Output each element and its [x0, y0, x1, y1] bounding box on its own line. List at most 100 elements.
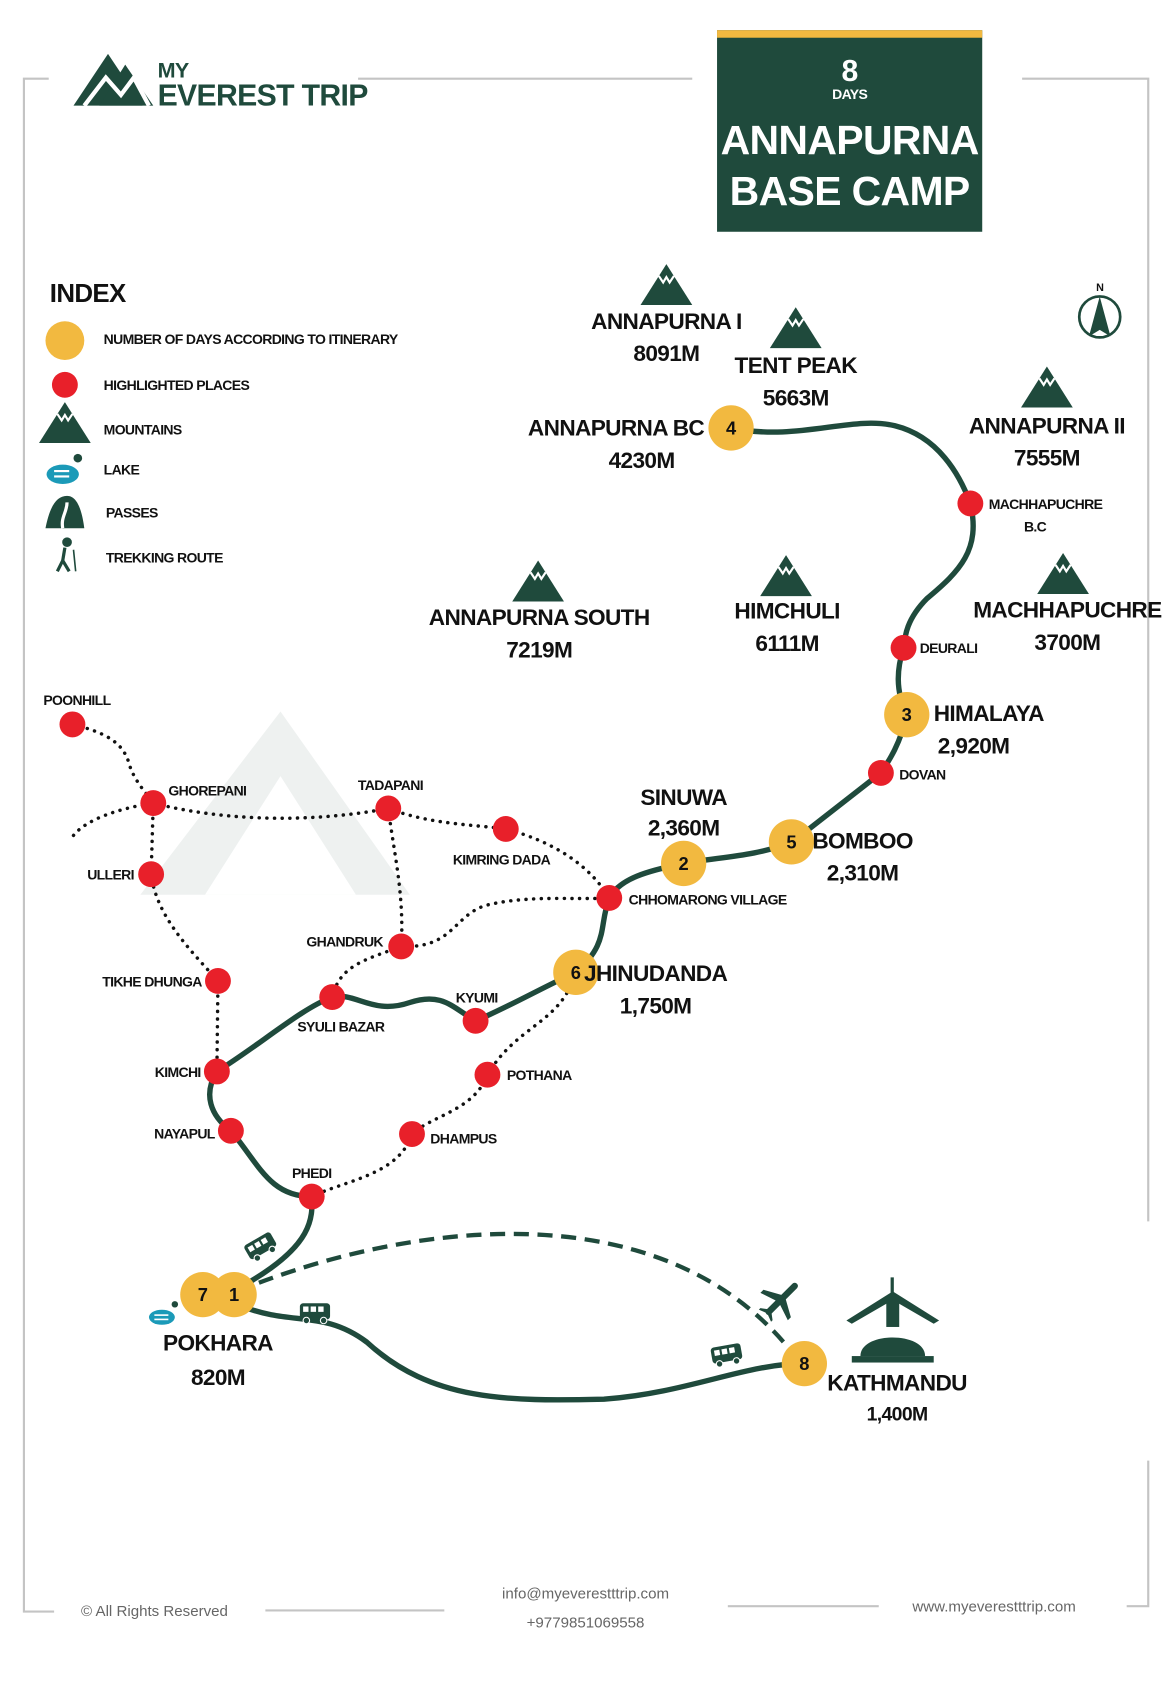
- label: CHHOMARONG VILLAGE: [629, 891, 787, 907]
- mountain-elevation: 7555M: [1014, 446, 1080, 471]
- place-poonhill[interactable]: POONHILL: [43, 692, 112, 738]
- lake-icon: [148, 1301, 179, 1325]
- email-link[interactable]: info@myeverestttrip.com: [502, 1586, 669, 1603]
- mountain-icon: [759, 554, 813, 598]
- title-box: 8 DAYS ANNAPURNA BASE CAMP: [717, 30, 983, 232]
- yellow-circle-icon: [45, 321, 85, 361]
- mountain-machhapuchre: MACHHAPUCHRE 3700M: [973, 551, 1163, 655]
- place-deurali[interactable]: DEURALI: [890, 634, 978, 661]
- copyright-text: © All Rights Reserved: [81, 1603, 228, 1620]
- label: 2,310M: [827, 861, 899, 886]
- legend: INDEX NUMBER OF DAYS ACCORDING TO ITINER…: [37, 280, 400, 573]
- label: DHAMPUS: [430, 1131, 497, 1147]
- place-dhampus[interactable]: DHAMPUS: [399, 1121, 498, 1147]
- day-2-sinuwa[interactable]: 2 SINUWA 2,360M: [640, 785, 728, 887]
- frame-border: [22, 77, 1150, 1613]
- place-ghandruk[interactable]: GHANDRUK: [306, 933, 415, 960]
- place-ulleri[interactable]: ULLERI: [87, 861, 165, 888]
- mountain-elevation: 6111M: [755, 631, 818, 656]
- label: SYULI BAZAR: [297, 1019, 385, 1035]
- label: GHANDRUK: [306, 933, 383, 949]
- mountain-icon: [1036, 551, 1091, 596]
- days-number: 8: [842, 55, 858, 88]
- mountain-name: ANNAPURNA I: [591, 309, 741, 334]
- label: POONHILL: [43, 692, 111, 708]
- place-pothana[interactable]: POTHANA: [474, 1061, 573, 1088]
- mountain-name: ANNAPURNA SOUTH: [429, 605, 650, 630]
- days-label: DAYS: [832, 86, 867, 102]
- label: PHEDI: [292, 1165, 332, 1181]
- hiker-icon: [55, 537, 77, 573]
- mountain-icon: [511, 559, 566, 603]
- label: JHINUDANDA: [584, 961, 727, 986]
- mountain-name: TENT PEAK: [735, 353, 859, 378]
- footer: © All Rights Reserved info@myeverestttri…: [81, 1586, 1076, 1632]
- label: 1: [229, 1284, 239, 1305]
- phone-number[interactable]: +9779851069558: [527, 1615, 645, 1632]
- label: GHOREPANI: [168, 783, 246, 799]
- label: 2: [679, 853, 689, 874]
- place-tadapani[interactable]: TADAPANI: [358, 777, 424, 822]
- mountain-icon: [37, 400, 92, 445]
- place-tikhe-dhunga[interactable]: TIKHE DHUNGA: [102, 968, 231, 994]
- day-7-1-pokhara[interactable]: 7 1 POKHARA 820M: [148, 1271, 274, 1390]
- mountain-icon: [1019, 365, 1074, 409]
- mountain-name: ANNAPURNA II: [969, 413, 1125, 438]
- mountain-elevation: 8091M: [633, 341, 699, 366]
- place-syuli-bazar[interactable]: SYULI BAZAR: [297, 984, 386, 1035]
- place-chhomarong-village[interactable]: CHHOMARONG VILLAGE: [596, 885, 788, 911]
- mountain-tent-peak: TENT PEAK 5663M: [735, 306, 859, 410]
- label: SINUWA: [640, 785, 727, 810]
- label: 8: [799, 1353, 809, 1374]
- brand-logo: MY EVEREST TRIP: [73, 53, 369, 113]
- label: DOVAN: [899, 766, 946, 782]
- mountain-elevation: 5663M: [763, 385, 829, 410]
- place-phedi[interactable]: PHEDI: [292, 1165, 332, 1210]
- place-kyumi[interactable]: KYUMI: [456, 989, 498, 1034]
- stupa-icon: [846, 1277, 940, 1363]
- label: 4230M: [609, 448, 675, 473]
- place-nayapul[interactable]: NAYAPUL: [154, 1117, 244, 1144]
- label: 2,360M: [648, 815, 720, 840]
- label: KIMCHI: [155, 1064, 201, 1080]
- mountain-annapurna-south: ANNAPURNA SOUTH 7219M: [429, 559, 650, 663]
- label: TADAPANI: [358, 777, 423, 793]
- mountain-name: HIMCHULI: [734, 599, 839, 624]
- label: 3: [902, 704, 912, 725]
- place-dovan[interactable]: DOVAN: [867, 759, 947, 786]
- mountain-himchuli: HIMCHULI 6111M: [734, 554, 840, 656]
- mountain-elevation: 3700M: [1034, 630, 1100, 655]
- label: POKHARA: [163, 1331, 273, 1356]
- label: 820M: [191, 1365, 245, 1390]
- website-link[interactable]: www.myeverestttrip.com: [911, 1599, 1075, 1616]
- day-5-bomboo[interactable]: 5 BOMBOO 2,310M: [768, 819, 913, 886]
- passes-icon: [45, 495, 85, 529]
- red-dot-icon: [51, 371, 78, 398]
- day-3-himalaya[interactable]: 3 HIMALAYA 2,920M: [884, 692, 1045, 758]
- day-4-annapurna-bc[interactable]: 4 ANNAPURNA BC 4230M: [528, 405, 754, 473]
- label: BOMBOO: [812, 828, 912, 853]
- title-line2: BASE CAMP: [730, 168, 970, 214]
- mountain-annapurna-ii: ANNAPURNA II 7555M: [969, 365, 1126, 471]
- title-line1: ANNAPURNA: [721, 117, 979, 163]
- label: 7: [198, 1284, 208, 1305]
- label: 5: [786, 831, 796, 852]
- mountain-icon: [639, 263, 694, 307]
- place-ghorepani[interactable]: GHOREPANI: [140, 783, 247, 817]
- day-8-kathmandu[interactable]: 8 KATHMANDU 1,400M: [781, 1340, 967, 1426]
- bus-icon: [242, 1230, 281, 1265]
- label: ANNAPURNA BC: [528, 415, 704, 440]
- mountain-annapurna-i: ANNAPURNA I 8091M: [591, 263, 742, 366]
- lake-icon: [46, 453, 83, 485]
- label: KYUMI: [456, 989, 498, 1005]
- day-markers: 4 ANNAPURNA BC 4230M 3 HIMALAYA 2,920M 5…: [148, 405, 1045, 1426]
- bus-icon: [709, 1342, 745, 1369]
- day-6-jhinudanda[interactable]: 6 JHINUDANDA 1,750M: [553, 949, 728, 1019]
- label: 2,920M: [938, 733, 1010, 758]
- place-kimring-dada[interactable]: KIMRING DADA: [453, 816, 551, 868]
- label: B.C: [1024, 518, 1047, 534]
- mountain-elevation: 7219M: [506, 638, 572, 663]
- place-kimchi[interactable]: KIMCHI: [155, 1058, 230, 1085]
